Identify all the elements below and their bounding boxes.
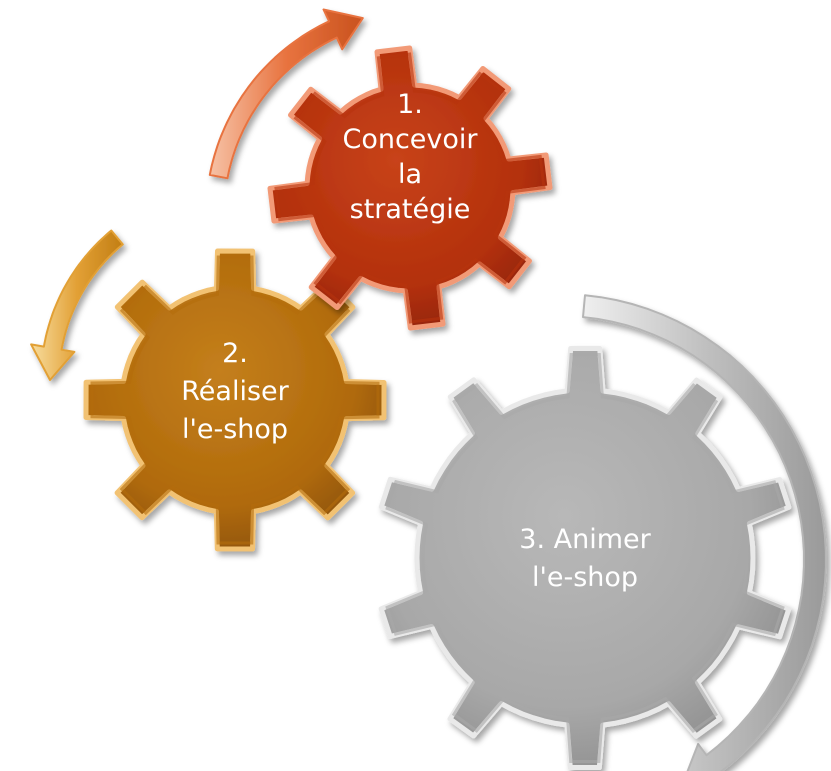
gear-1: 1. Concevoir la stratégie (267, 45, 553, 331)
gear-2-rim (90, 255, 380, 545)
arrow-1-icon (208, 8, 364, 180)
gears-layer: 3. Animer l'e-shop 2. Réaliser l'e-shop 1. Con… (83, 45, 792, 770)
gear-3-body (378, 346, 792, 770)
gear-2-label-line: l'e-shop (182, 414, 288, 445)
gear-2-label-line: 2. (222, 338, 248, 369)
gear-1-label: 1. Concevoir la stratégie (342, 89, 478, 225)
gear-3-rim (385, 353, 785, 763)
gear-3-label-line: l'e-shop (532, 562, 638, 593)
gear-3-label: 3. Animer l'e-shop (519, 524, 651, 593)
gear-3-label-line: 3. Animer (519, 524, 651, 555)
arrow-3-icon (582, 294, 827, 771)
arrows-layer (30, 8, 827, 771)
gear-1-label-line: Concevoir (342, 124, 478, 155)
gear-2: 2. Réaliser l'e-shop (83, 248, 387, 552)
gear-2-label-line: Réaliser (181, 376, 289, 407)
arrow-2-icon (30, 229, 124, 381)
gear-1-label-line: 1. (397, 89, 423, 120)
gear-3: 3. Animer l'e-shop (378, 346, 792, 770)
gear-1-rim (274, 52, 546, 324)
gear-1-label-line: la (398, 159, 422, 190)
gear-2-label: 2. Réaliser l'e-shop (181, 338, 289, 445)
gear-1-label-line: stratégie (350, 194, 471, 225)
